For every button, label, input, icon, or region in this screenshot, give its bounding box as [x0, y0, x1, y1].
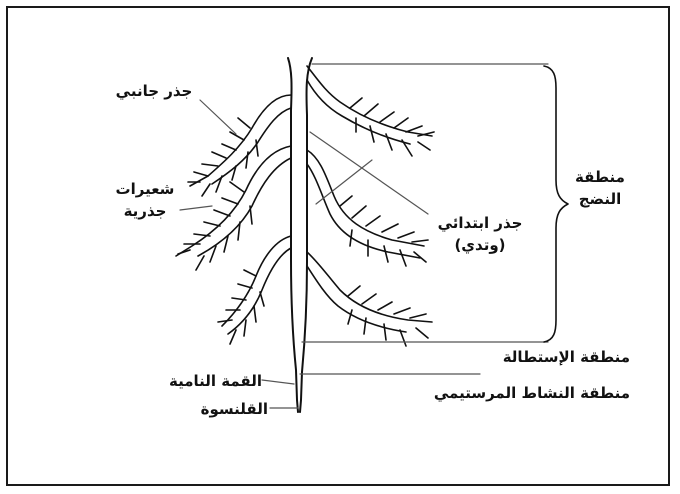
lateral-root-right-middle — [307, 150, 428, 266]
label-maturation-zone-line1: منطقة — [566, 168, 634, 187]
pointer-primary-root-b — [316, 160, 372, 204]
pointer-lateral-root — [200, 100, 236, 134]
label-growing-tip: القمة النامية — [154, 372, 262, 391]
label-primary-root-line1: جذر ابتدائي — [430, 214, 530, 233]
label-primary-root-line2: (وتدي) — [430, 236, 530, 255]
lateral-root-left-lower — [218, 236, 291, 344]
label-root-cap: القلنسوة — [180, 400, 268, 419]
label-root-hairs-line1: شعيرات — [112, 180, 178, 199]
label-lateral-root: جذر جانبي — [104, 82, 204, 101]
lateral-root-right-lower — [307, 252, 432, 346]
label-elongation-zone: منطقة الإستطالة — [470, 348, 630, 367]
pointer-growing-tip — [262, 380, 294, 384]
label-root-hairs-line2: جذرية — [112, 202, 178, 221]
label-maturation-zone-line2: النضج — [566, 190, 634, 209]
primary-root-outline-left — [288, 58, 298, 412]
pointer-root-hairs — [180, 206, 212, 210]
lateral-root-left-upper — [188, 95, 291, 196]
label-meristematic-zone: منطقة النشاط المرستيمي — [400, 384, 630, 403]
primary-root-outline-right — [300, 58, 312, 412]
maturation-zone-brace — [544, 66, 568, 342]
